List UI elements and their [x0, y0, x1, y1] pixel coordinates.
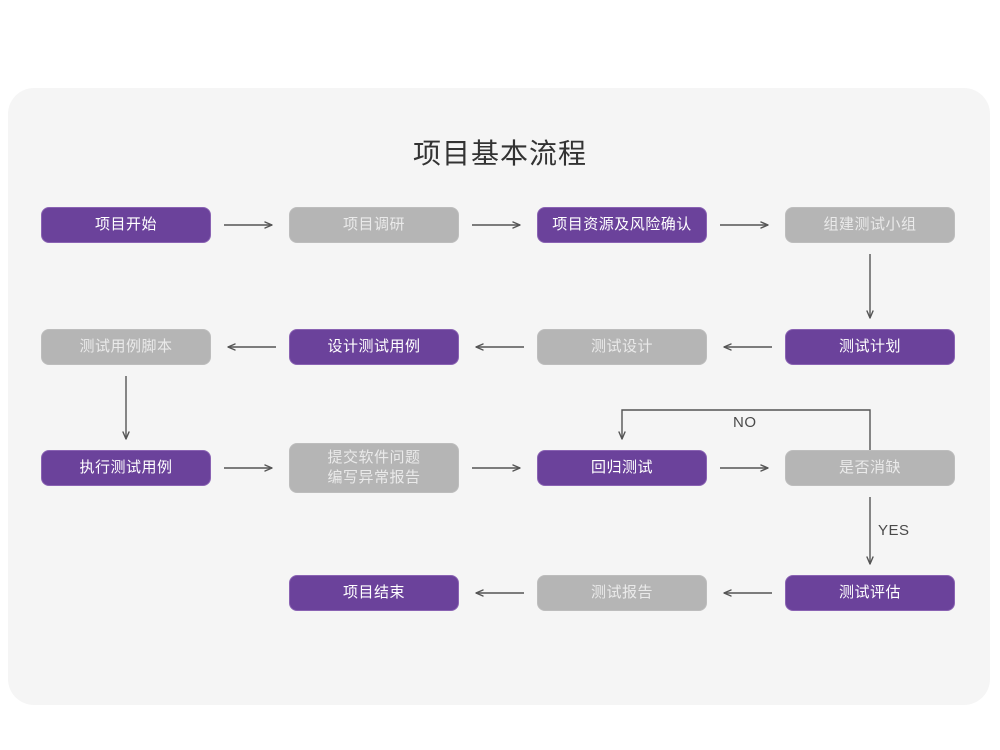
flow-node-test-design[interactable]: 测试设计: [537, 329, 707, 365]
flow-node-build-test-team[interactable]: 组建测试小组: [785, 207, 955, 243]
flow-node-project-research[interactable]: 项目调研: [289, 207, 459, 243]
flow-node-test-plan[interactable]: 测试计划: [785, 329, 955, 365]
page-title: 项目基本流程: [412, 138, 587, 169]
flow-node-design-test-cases[interactable]: 设计测试用例: [289, 329, 459, 365]
flow-node-resource-risk-confirm[interactable]: 项目资源及风险确认: [537, 207, 707, 243]
flow-node-regression-test[interactable]: 回归测试: [537, 450, 707, 486]
flow-node-defect-resolved[interactable]: 是否消缺: [785, 450, 955, 486]
flow-node-project-end[interactable]: 项目结束: [289, 575, 459, 611]
flow-node-test-report[interactable]: 测试报告: [537, 575, 707, 611]
flow-node-submit-defects[interactable]: 提交软件问题 编写异常报告: [289, 443, 459, 493]
edge-n12-n11-no: [618, 409, 871, 450]
flow-node-test-evaluation[interactable]: 测试评估: [785, 575, 955, 611]
flow-node-test-case-script[interactable]: 测试用例脚本: [41, 329, 211, 365]
flow-node-project-start[interactable]: 项目开始: [41, 207, 211, 243]
edge-label-no: NO: [733, 414, 757, 431]
edge-label-yes: YES: [878, 522, 910, 539]
flow-node-execute-test-cases[interactable]: 执行测试用例: [41, 450, 211, 486]
